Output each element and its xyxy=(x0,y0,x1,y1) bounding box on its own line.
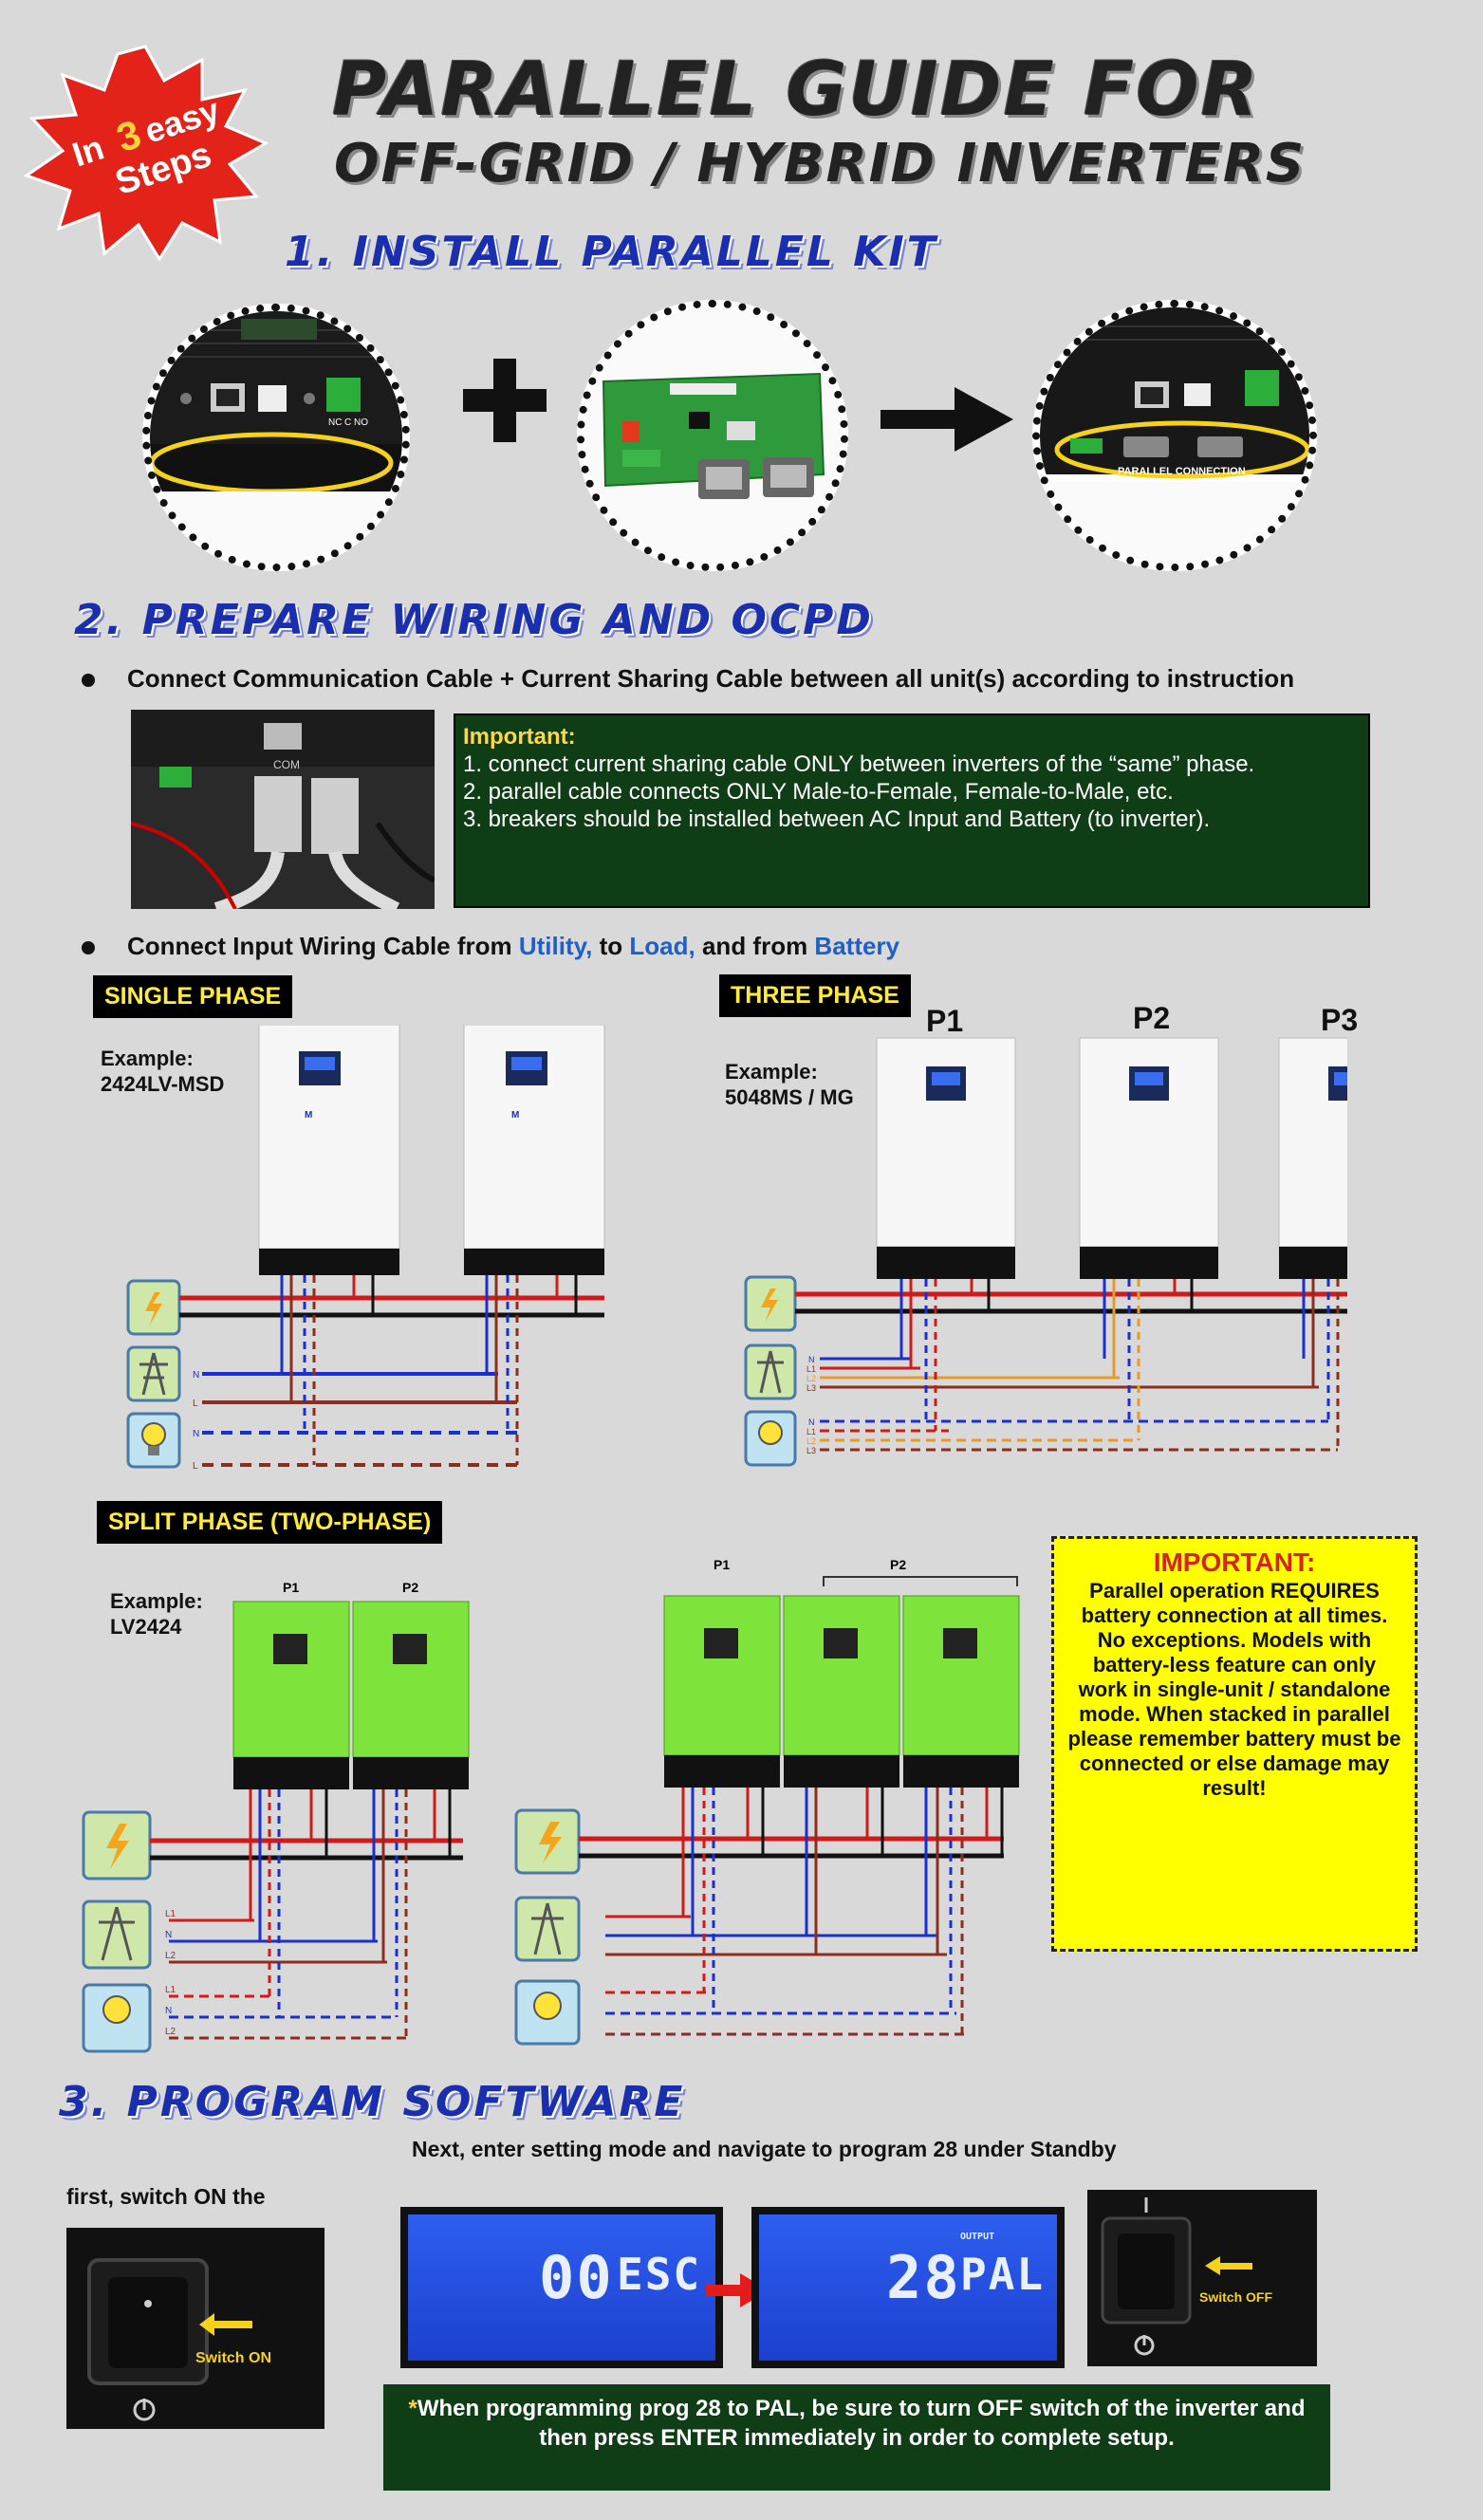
three-phase-wiring-diagram: N L1 L2 L3 N L1 L2 L3 xyxy=(744,1037,1347,1467)
load-bulb-icon xyxy=(126,1412,181,1469)
split-left-p2: P2 xyxy=(402,1580,418,1595)
svg-text:L2: L2 xyxy=(165,1951,176,1961)
bullet-communication-cable: Connect Communication Cable + Current Sh… xyxy=(82,664,1294,694)
single-inverter-1: M xyxy=(258,1025,400,1275)
three-phase-unit-p3: P3 xyxy=(1321,1003,1359,1037)
connector-label-c: C xyxy=(344,417,351,428)
split-left-p1: P1 xyxy=(283,1580,299,1595)
inverter-with-kit-photo: PARALLEL CONNECTION xyxy=(1032,300,1317,571)
important-line-1: 1. connect current sharing cable ONLY be… xyxy=(463,751,1255,777)
connector-label-no: NO xyxy=(354,417,368,428)
three-phase-label: THREE PHASE xyxy=(719,974,911,1017)
single-phase-example: Example:2424LV-MSD xyxy=(101,1047,225,1096)
important-heading: Important: xyxy=(463,724,576,750)
switch-on-label: Switch ON xyxy=(195,2350,271,2366)
svg-text:L1: L1 xyxy=(806,1364,816,1374)
svg-text:N: N xyxy=(808,1418,815,1427)
bullet-input-wiring: Connect Input Wiring Cable from Utility,… xyxy=(82,932,899,961)
svg-text:L1: L1 xyxy=(165,1909,176,1919)
lcd-screen-esc: 00 ESC xyxy=(400,2207,723,2368)
warning-text: Parallel operation REQUIRES battery conn… xyxy=(1067,1579,1401,1800)
battery-warning-box: IMPORTANT: Parallel operation REQUIRES b… xyxy=(1051,1536,1418,1952)
svg-text:M: M xyxy=(305,1110,312,1121)
lcd2-program-number: 28 xyxy=(886,2243,961,2312)
step2-title: 2. PREPARE WIRING AND OCPD xyxy=(74,596,874,644)
lcd2-output-tag: OUTPUT xyxy=(960,2232,995,2242)
svg-text:N: N xyxy=(165,1930,172,1940)
three-phase-example: Example:5048MS / MG xyxy=(725,1060,854,1109)
power-switch-on-photo: Switch ON xyxy=(66,2228,324,2429)
svg-text:N: N xyxy=(193,1429,199,1439)
svg-text:L2: L2 xyxy=(806,1374,816,1383)
right-arrow-icon xyxy=(881,387,1013,452)
com-port-label: COM xyxy=(273,758,300,771)
step3-title: 3. PROGRAM SOFTWARE xyxy=(59,2078,686,2126)
battery-icon xyxy=(126,1279,181,1336)
note-asterisk: * xyxy=(408,2396,417,2421)
split-right-p2: P2 xyxy=(890,1557,906,1572)
svg-text:L2: L2 xyxy=(806,1436,816,1446)
svg-text:N: N xyxy=(165,2006,172,2016)
svg-text:L: L xyxy=(193,1399,198,1409)
svg-text:M: M xyxy=(511,1110,519,1121)
inverter-bottom-photo: NC C NO xyxy=(142,304,410,571)
svg-text:L3: L3 xyxy=(806,1446,816,1455)
svg-text:L2: L2 xyxy=(165,2027,176,2037)
single-phase-wiring-diagram: M M N L N L xyxy=(126,1025,605,1472)
note-text: When programming prog 28 to PAL, be sure… xyxy=(417,2396,1306,2451)
three-phase-unit-p2: P2 xyxy=(1133,1001,1171,1035)
switch-off-arrow-icon xyxy=(1205,2256,1252,2275)
split-phase-label: SPLIT PHASE (TWO-PHASE) xyxy=(97,1501,443,1544)
switch-off-label: Switch OFF xyxy=(1199,2289,1272,2305)
important-line-3: 3. breakers should be installed between … xyxy=(463,806,1211,832)
parallel-connection-label: PARALLEL CONNECTION xyxy=(1118,466,1246,477)
step3-instruction: Next, enter setting mode and navigate to… xyxy=(412,2137,1117,2161)
plus-icon xyxy=(463,359,547,442)
single-inverter-2: M xyxy=(463,1025,605,1275)
in-3-easy-steps-badge: In 3 easy Steps xyxy=(23,45,269,261)
parallel-kit-board-photo xyxy=(577,300,848,571)
step3-first-instruction: first, switch ON the xyxy=(66,2184,266,2209)
important-instructions-box: Important: 1. connect current sharing ca… xyxy=(454,713,1370,908)
important-line-2: 2. parallel cable connects ONLY Male-to-… xyxy=(463,779,1174,805)
svg-text:L: L xyxy=(193,1461,198,1472)
switch-on-arrow-icon xyxy=(199,2313,252,2336)
single-phase-label: SINGLE PHASE xyxy=(93,975,293,1018)
power-switch-off-photo: Switch OFF xyxy=(1087,2190,1317,2366)
svg-text:L1: L1 xyxy=(806,1427,816,1436)
lcd1-program-text: ESC xyxy=(617,2249,702,2300)
lcd1-program-number: 00 xyxy=(539,2243,614,2312)
three-phase-unit-p1: P1 xyxy=(926,1004,964,1038)
split-phase-example: Example:LV2424 xyxy=(110,1589,203,1639)
svg-text:L1: L1 xyxy=(165,1985,176,1995)
connector-label-nc: NC xyxy=(328,417,342,428)
split-phase-wiring-diagram-large: P1 P2 xyxy=(514,1557,1020,2046)
page-subtitle: OFF-GRID / HYBRID INVERTERS xyxy=(334,133,1307,195)
svg-text:L3: L3 xyxy=(806,1383,816,1393)
warning-title: IMPORTANT: xyxy=(1153,1547,1316,1577)
svg-text:N: N xyxy=(193,1370,199,1380)
cable-connection-photo: COM xyxy=(131,710,435,909)
lcd-screen-pal: OUTPUT 28 PAL xyxy=(751,2207,1065,2368)
split-phase-wiring-diagram-small: P1 P2 L1 N L2 L1 N L2 xyxy=(82,1580,470,2053)
step1-title: 1. INSTALL PARALLEL KIT xyxy=(285,228,938,276)
split-right-p1: P1 xyxy=(714,1557,730,1572)
programming-note-box: *When programming prog 28 to PAL, be sur… xyxy=(383,2384,1330,2491)
svg-text:N: N xyxy=(808,1355,815,1364)
utility-tower-icon xyxy=(126,1345,181,1402)
lcd2-program-text: PAL xyxy=(960,2249,1046,2300)
page-title: PARALLEL GUIDE FOR xyxy=(332,47,1260,133)
